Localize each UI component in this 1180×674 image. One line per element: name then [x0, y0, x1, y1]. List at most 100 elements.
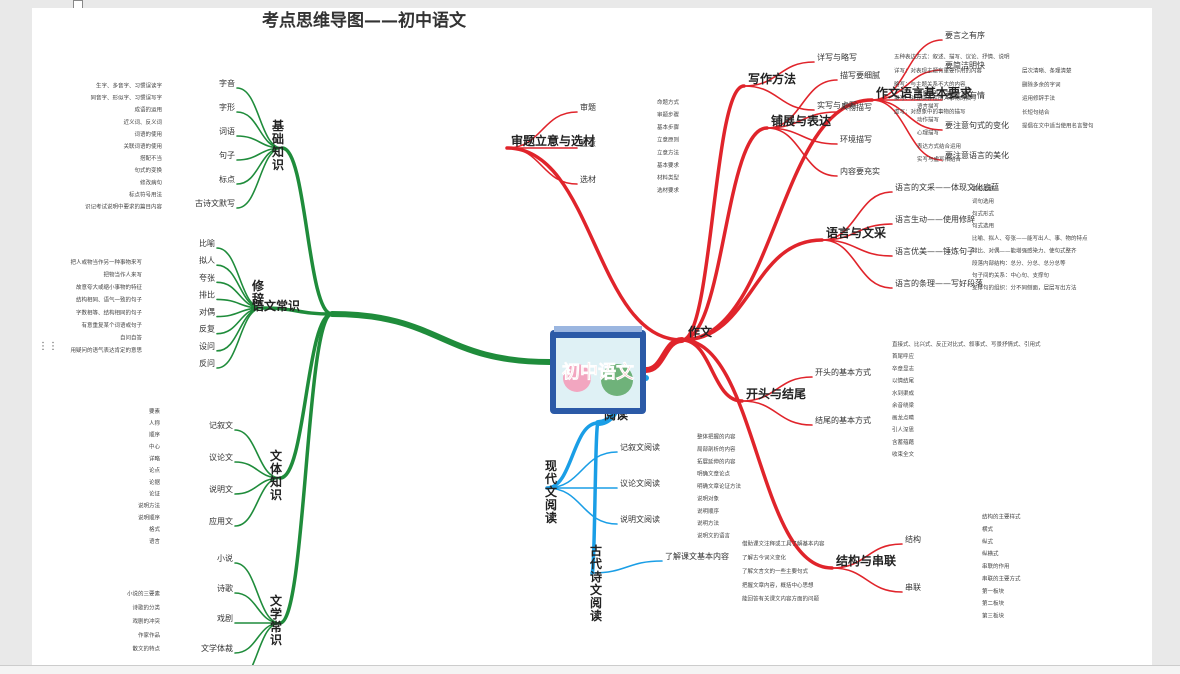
sub-zuowen-3[interactable]: 作文语言基本要求	[876, 85, 973, 100]
leaf-yuedu-1-4: 能回答有关课文内容方面的问题	[742, 595, 820, 603]
sub-line-yuwen-3	[278, 312, 334, 625]
item-yuwen-0-3[interactable]: 句子	[219, 150, 235, 160]
leaf-yuedu-0-5: 说明对象	[697, 494, 720, 502]
sub-zuowen-2[interactable]: 铺展与表达	[771, 113, 831, 128]
sub-zuowen-0[interactable]: 审题立意与选材	[511, 133, 595, 148]
item-yuwen-2-0[interactable]: 记叙文	[209, 420, 233, 430]
item-yuedu-1-0[interactable]: 了解课文基本内容	[665, 551, 729, 561]
item-zuowen-4-2[interactable]: 语言优美——锤炼句子	[895, 246, 975, 256]
item-zuowen-1-1[interactable]: 实写与虚写	[817, 100, 857, 110]
leaf-yuedu-0-6: 说明顺序	[697, 507, 720, 515]
item-zuowen-1-0[interactable]: 详写与略写	[817, 52, 857, 62]
item-yuwen-1-6[interactable]: 设问	[199, 341, 215, 351]
branch-line-zuowen	[643, 337, 685, 373]
item-yuwen-0-4[interactable]: 标点	[219, 174, 235, 184]
item-zuowen-4-0[interactable]: 语言的文采——体现文化底蕴	[895, 182, 999, 192]
sub-yuwen-1[interactable]: 修辞	[251, 278, 265, 306]
sub-line-yuwen-2	[278, 312, 334, 480]
item-yuedu-0-0[interactable]: 记叙文阅读	[620, 442, 660, 452]
sub-yuedu-0[interactable]: 现代文阅读	[544, 459, 558, 525]
lotus-leaf-icon	[601, 364, 633, 396]
item-yuwen-0-1[interactable]: 字形	[219, 102, 235, 112]
leaf-yuedu-0-0: 整体把握的内容	[697, 433, 736, 441]
leaf-yuwen-3-3: 作家作品	[138, 631, 161, 639]
sub-yuwen-0[interactable]: 基础知识	[271, 118, 285, 172]
item-zuowen-5-0[interactable]: 开头的基本方式	[815, 367, 871, 377]
item-zuowen-3-1[interactable]: 要简洁明快	[945, 60, 985, 70]
item-line-zuowen-2-0	[766, 79, 838, 129]
item-yuwen-0-0[interactable]: 字音	[219, 78, 235, 88]
item-yuwen-3-0[interactable]: 小说	[217, 553, 233, 563]
item-line-yuedu-0-2	[546, 487, 618, 525]
leaf-zuowen-5-2: 卒章显志	[892, 364, 915, 372]
mindmap-title: 考点思维导图——初中语文	[261, 10, 467, 31]
sub-zuowen-5[interactable]: 开头与结尾	[746, 386, 806, 401]
item-yuwen-2-2[interactable]: 说明文	[209, 484, 233, 494]
sub-line-yuwen-0	[280, 146, 334, 316]
sub-zuowen-1[interactable]: 写作方法	[748, 71, 796, 86]
sub-yuedu-1[interactable]: 古代诗文阅读	[589, 543, 603, 623]
item-line-zuowen-0-0	[506, 111, 578, 149]
leaf-zuowen-4-0: 素材选取	[972, 185, 995, 193]
item-line-zuowen-2-1	[766, 111, 838, 129]
mindmap-canvas: 考点思维导图——初中语文 语文常识基础知识字音字形词语句子标点古诗文默写生字、多…	[32, 8, 1152, 665]
item-line-zuowen-0-2	[506, 147, 578, 185]
item-zuowen-6-1[interactable]: 串联	[905, 583, 921, 592]
item-line-yuwen-1-6	[216, 307, 263, 352]
item-zuowen-2-1[interactable]: 人物描写	[840, 102, 872, 112]
item-zuowen-2-0[interactable]: 描写要细腻	[840, 70, 880, 80]
item-zuowen-0-0[interactable]: 审题	[580, 102, 596, 112]
leaf-yuwen-0-2: 成语的运用	[134, 106, 162, 114]
item-yuwen-1-4[interactable]: 对偶	[199, 307, 215, 317]
sub-yuwen-2[interactable]: 文体知识	[269, 448, 283, 502]
leaf-yuwen-1-4: 字数相等、结构相同的句子	[76, 308, 143, 316]
item-zuowen-5-1[interactable]: 结尾的基本方式	[815, 415, 871, 425]
branch-yuwen[interactable]: 语文常识	[252, 298, 300, 313]
item-yuwen-1-5[interactable]: 反复	[199, 324, 215, 334]
item-zuowen-2-2[interactable]: 环境描写	[840, 134, 872, 144]
leaf-yuwen-2-2: 顺序	[149, 431, 161, 439]
item-zuowen-3-2[interactable]: 要言而有情	[945, 90, 985, 100]
item-line-yuwen-3-1	[234, 592, 281, 624]
drag-handle-icon[interactable]: ⋮⋮	[38, 342, 58, 358]
item-zuowen-0-2[interactable]: 选材	[580, 174, 596, 184]
item-yuwen-3-1[interactable]: 诗歌	[217, 583, 233, 593]
item-yuwen-1-0[interactable]: 比喻	[199, 238, 215, 248]
leaf-zuowen-6-2: 纵式	[982, 537, 994, 545]
sub-yuwen-3[interactable]: 文学常识	[270, 593, 283, 647]
item-zuowen-6-0[interactable]: 结构	[905, 534, 921, 544]
item-yuwen-3-3[interactable]: 文学体裁	[201, 643, 233, 653]
branch-zuowen[interactable]: 作文	[688, 324, 713, 339]
sub-zuowen-6[interactable]: 结构与串联	[836, 553, 896, 568]
item-yuwen-0-2[interactable]: 词语	[219, 126, 235, 136]
item-zuowen-0-1[interactable]: 立意	[580, 138, 596, 148]
lotus-flower-icon	[563, 364, 591, 392]
leaf-yuwen-0-5: 关联词语的使用	[123, 142, 162, 150]
item-yuwen-1-1[interactable]: 拟人	[199, 255, 215, 265]
item-zuowen-3-3[interactable]: 要注意句式的变化	[945, 120, 1009, 130]
leaf-zuowen-5-6: 画龙点睛	[892, 413, 915, 421]
item-yuwen-2-1[interactable]: 议论文	[209, 452, 233, 462]
item-yuedu-0-2[interactable]: 说明文阅读	[620, 514, 660, 524]
leaf-yuedu-0-7: 说明方法	[697, 519, 720, 527]
leaf-zuowen-4-4: 比喻、拟人、夸张——能写出人、事、物的特点	[972, 234, 1088, 242]
leaf-yuwen-3-2: 戏剧的冲突	[132, 617, 160, 625]
leaf-yuwen-2-4: 详略	[149, 454, 161, 462]
leaf-yuwen-2-1: 人称	[149, 419, 161, 427]
leaf-yuwen-0-10: 识记考试说明中要求的篇目内容	[85, 203, 163, 211]
item-yuwen-0-5[interactable]: 古诗文默写	[195, 198, 235, 208]
item-yuwen-1-2[interactable]: 夸张	[199, 272, 215, 282]
item-zuowen-4-3[interactable]: 语言的条理——写好段落	[895, 278, 983, 288]
item-zuowen-3-0[interactable]: 要言之有序	[945, 30, 985, 40]
center-node[interactable]: 初中语文	[550, 326, 646, 414]
item-yuwen-1-3[interactable]: 排比	[199, 289, 215, 299]
item-yuwen-1-7[interactable]: 反问	[199, 358, 215, 368]
item-zuowen-3-4[interactable]: 要注意语言的美化	[945, 150, 1009, 160]
item-yuwen-3-2[interactable]: 戏剧	[217, 613, 233, 623]
item-zuowen-2-3[interactable]: 内容要充实	[840, 166, 880, 176]
item-yuedu-0-1[interactable]: 议论文阅读	[620, 478, 660, 488]
sub-zuowen-4[interactable]: 语言与文采	[826, 225, 886, 240]
item-yuwen-2-3[interactable]: 应用文	[209, 516, 233, 526]
item-zuowen-4-1[interactable]: 语言生动——使用修辞	[895, 214, 975, 224]
leaf-yuwen-1-3: 结构相同、语气一致的句子	[76, 296, 143, 304]
